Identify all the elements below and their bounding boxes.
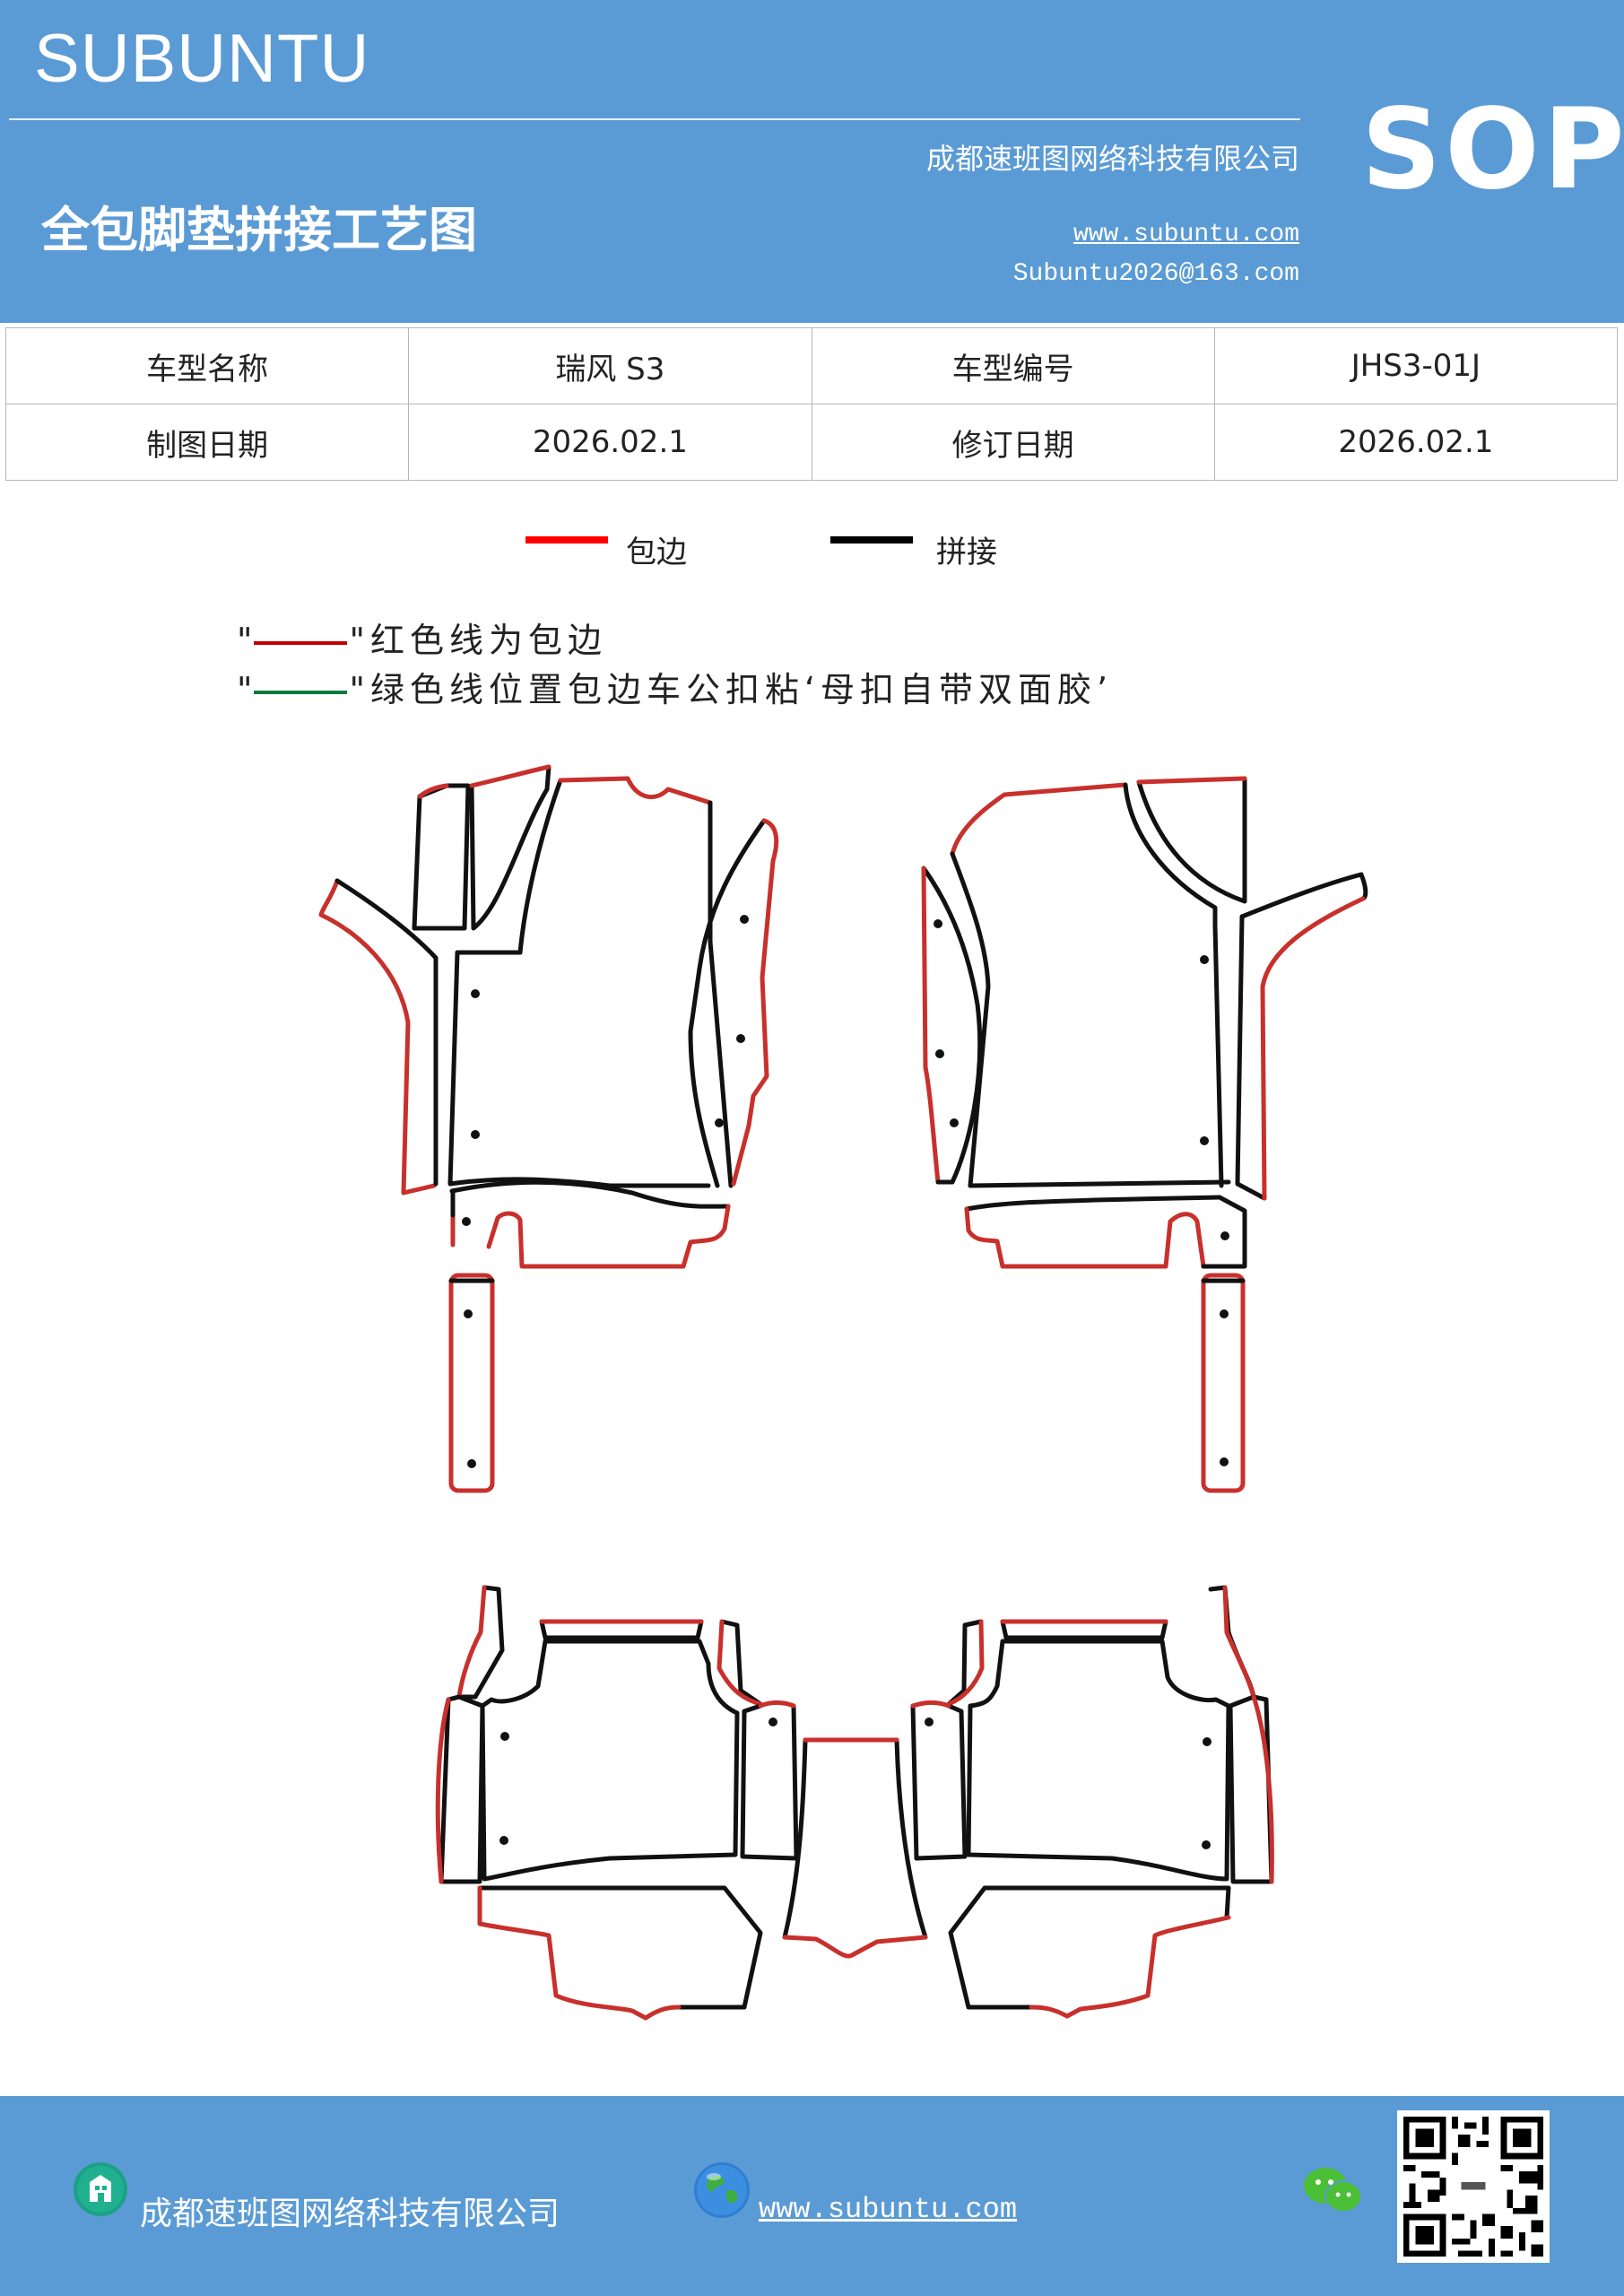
page-footer: 成都速班图网络科技有限公司 www.subuntu.com: [0, 2096, 1624, 2296]
front-right-mat: [921, 776, 1368, 1493]
table-cell: 2026.02.1: [1213, 404, 1619, 481]
wechat-icon: [1304, 2168, 1362, 2213]
footer-website-link[interactable]: www.subuntu.com: [759, 2193, 1018, 2226]
qr-code: [1397, 2110, 1550, 2263]
website-link[interactable]: www.subuntu.com: [1073, 221, 1299, 248]
header-divider: [9, 118, 1300, 120]
table-cell: 车型名称: [4, 327, 410, 404]
table-cell: JHS3-01J: [1213, 327, 1619, 404]
brand-name: SUBUNTU: [34, 21, 370, 97]
table-cell: 修订日期: [811, 404, 1215, 481]
note-green-line: " "绿色线位置包边车公扣粘‘母扣自带双面胶’: [237, 662, 1113, 711]
front-left-mat: [318, 764, 779, 1493]
table-row: 车型名称 瑞风 S3 车型编号 JHS3-01J: [4, 327, 1619, 404]
legend-label-seam: 拼接: [936, 535, 997, 570]
footer-company-name: 成都速班图网络科技有限公司: [140, 2196, 560, 2232]
legend-label-edge: 包边: [626, 535, 687, 570]
table-cell: 2026.02.1: [408, 404, 812, 481]
sop-badge: SOP: [1361, 85, 1624, 214]
rear-mat: [435, 1585, 1274, 2021]
building-icon: [74, 2162, 127, 2216]
note-red-line: " "红色线为包边: [237, 613, 607, 662]
red-line-sample: [254, 640, 348, 645]
legend-swatch-seam: [830, 536, 913, 544]
legend-swatch-edge: [525, 536, 608, 544]
note-quote: ": [237, 621, 253, 660]
document-title: 全包脚垫拼接工艺图: [41, 201, 477, 258]
green-line-sample: [254, 690, 348, 694]
email-address: Subuntu2026@163.com: [1012, 260, 1299, 288]
vehicle-info-table: 车型名称 瑞风 S3 车型编号 JHS3-01J 制图日期 2026.02.1 …: [4, 327, 1619, 481]
table-cell: 瑞风 S3: [408, 327, 812, 404]
table-row: 制图日期 2026.02.1 修订日期 2026.02.1: [4, 404, 1619, 481]
note-text: "绿色线位置包边车公扣粘‘母扣自带双面胶’: [349, 670, 1114, 709]
globe-icon: [694, 2162, 750, 2218]
table-cell: 制图日期: [4, 404, 410, 481]
floor-mat-diagram: [318, 764, 1368, 2021]
page-header: SUBUNTU 成都速班图网络科技有限公司 SOP 全包脚垫拼接工艺图 www.…: [0, 0, 1624, 323]
note-quote: ": [237, 670, 253, 709]
note-text: "红色线为包边: [349, 621, 607, 660]
company-name: 成都速班图网络科技有限公司: [925, 142, 1299, 176]
table-cell: 车型编号: [811, 327, 1215, 404]
